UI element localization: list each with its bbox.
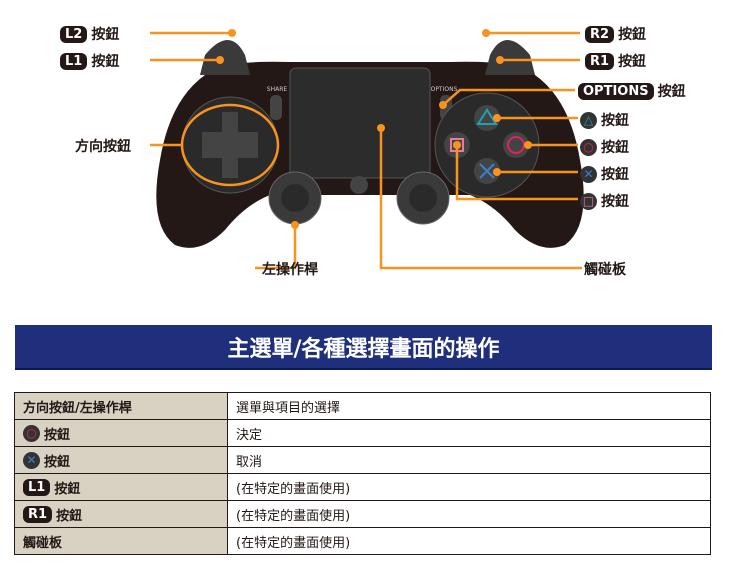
r1-text: 按鈕	[618, 54, 647, 70]
r1-badge: R1	[585, 52, 615, 70]
row-key: 按鈕	[54, 481, 81, 497]
row-key: 按鈕	[56, 508, 83, 524]
leader-lines	[150, 31, 582, 270]
dpad-label: 方向按鈕	[75, 139, 131, 155]
share-text: SHARE	[267, 86, 288, 93]
r1-badge: R1	[23, 505, 53, 523]
section-title: 主選單/各種選擇畫面的操作	[15, 325, 712, 368]
table-row: 方向按鈕/左操作桿選單與項目的選擇	[14, 392, 711, 420]
row-key: 按鈕	[44, 427, 71, 443]
row-key: 方向按鈕/左操作桿	[14, 392, 228, 420]
circle-label: ○按鈕	[580, 137, 629, 157]
l1-badge: L1	[23, 478, 51, 496]
row-value: 決定	[227, 419, 711, 447]
circle-text: 按鈕	[601, 140, 629, 156]
row-key: 按鈕	[44, 454, 71, 470]
r2-badge: R2	[585, 25, 615, 43]
row-value: (在特定的畫面使用)	[227, 473, 711, 501]
square-label: □按鈕	[580, 191, 629, 211]
triangle-label: △按鈕	[580, 110, 629, 130]
l1-badge: L1	[60, 52, 88, 70]
row-value: 取消	[227, 446, 711, 474]
table-row: 觸碰板(在特定的畫面使用)	[14, 527, 711, 555]
leader-dots	[216, 29, 532, 229]
triangle-icon: △	[580, 111, 597, 129]
square-text: 按鈕	[601, 194, 629, 210]
cross-text: 按鈕	[601, 167, 629, 183]
circle-icon: ○	[23, 424, 40, 442]
options-badge: OPTIONS	[578, 82, 654, 100]
table-row: ○按鈕 決定	[14, 419, 711, 447]
options-text-label: 按鈕	[657, 84, 686, 100]
row-value: (在特定的畫面使用)	[227, 500, 711, 528]
triangle-text: 按鈕	[601, 113, 629, 129]
circle-icon: ○	[580, 138, 597, 156]
controller-diagram: SHARE OPTIONS	[150, 29, 584, 270]
table-row: ✕按鈕 取消	[14, 446, 711, 474]
l2-badge: L2	[60, 25, 88, 43]
options-text: OPTIONS	[431, 86, 458, 93]
l2-text: 按鈕	[91, 27, 120, 43]
cross-label: ✕按鈕	[580, 164, 629, 184]
left-stick-label: 左操作桿	[262, 262, 318, 278]
controller-body	[156, 40, 584, 248]
row-value: (在特定的畫面使用)	[227, 527, 711, 555]
cross-icon: ✕	[580, 165, 597, 183]
row-key: 觸碰板	[14, 527, 228, 555]
touchpad-label: 觸碰板	[584, 262, 626, 278]
l1-text: 按鈕	[91, 54, 120, 70]
square-icon: □	[580, 192, 597, 210]
cross-icon: ✕	[23, 451, 40, 469]
r2-text: 按鈕	[618, 27, 647, 43]
row-value: 選單與項目的選擇	[227, 392, 711, 420]
